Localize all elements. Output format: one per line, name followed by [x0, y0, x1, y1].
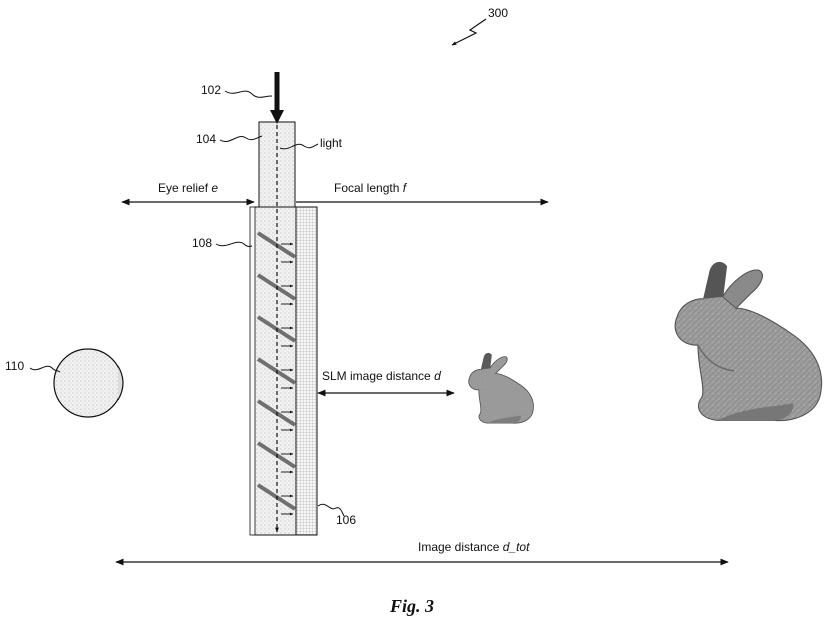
light-label: light	[320, 136, 343, 150]
bunny-large	[675, 262, 821, 420]
ref-104-leader	[220, 136, 262, 142]
slm-distance-label: SLM image distance d	[322, 369, 441, 383]
figure-number-arrow	[452, 19, 486, 45]
focal-length-label: Focal length f	[334, 181, 408, 195]
ref-108-label: 108	[192, 236, 212, 250]
eye-relief-label: Eye relief e	[158, 181, 218, 195]
ref-104-label: 104	[196, 132, 216, 146]
slm-106	[296, 207, 317, 535]
ref-108-leader	[216, 242, 252, 246]
ref-106-label: 106	[336, 513, 356, 527]
eye-cornea	[118, 366, 123, 400]
eye-110	[54, 349, 122, 417]
ref-102-leader	[225, 91, 272, 97]
image-distance-label: Image distance d_tot	[418, 540, 530, 554]
figure-number: 300	[488, 6, 508, 20]
waveguide-cover-layer	[250, 207, 255, 535]
ref-102-label: 102	[201, 83, 221, 97]
ref-110-label: 110	[5, 359, 24, 373]
bunny-small	[469, 353, 534, 423]
figure-caption: Fig. 3	[389, 596, 434, 616]
